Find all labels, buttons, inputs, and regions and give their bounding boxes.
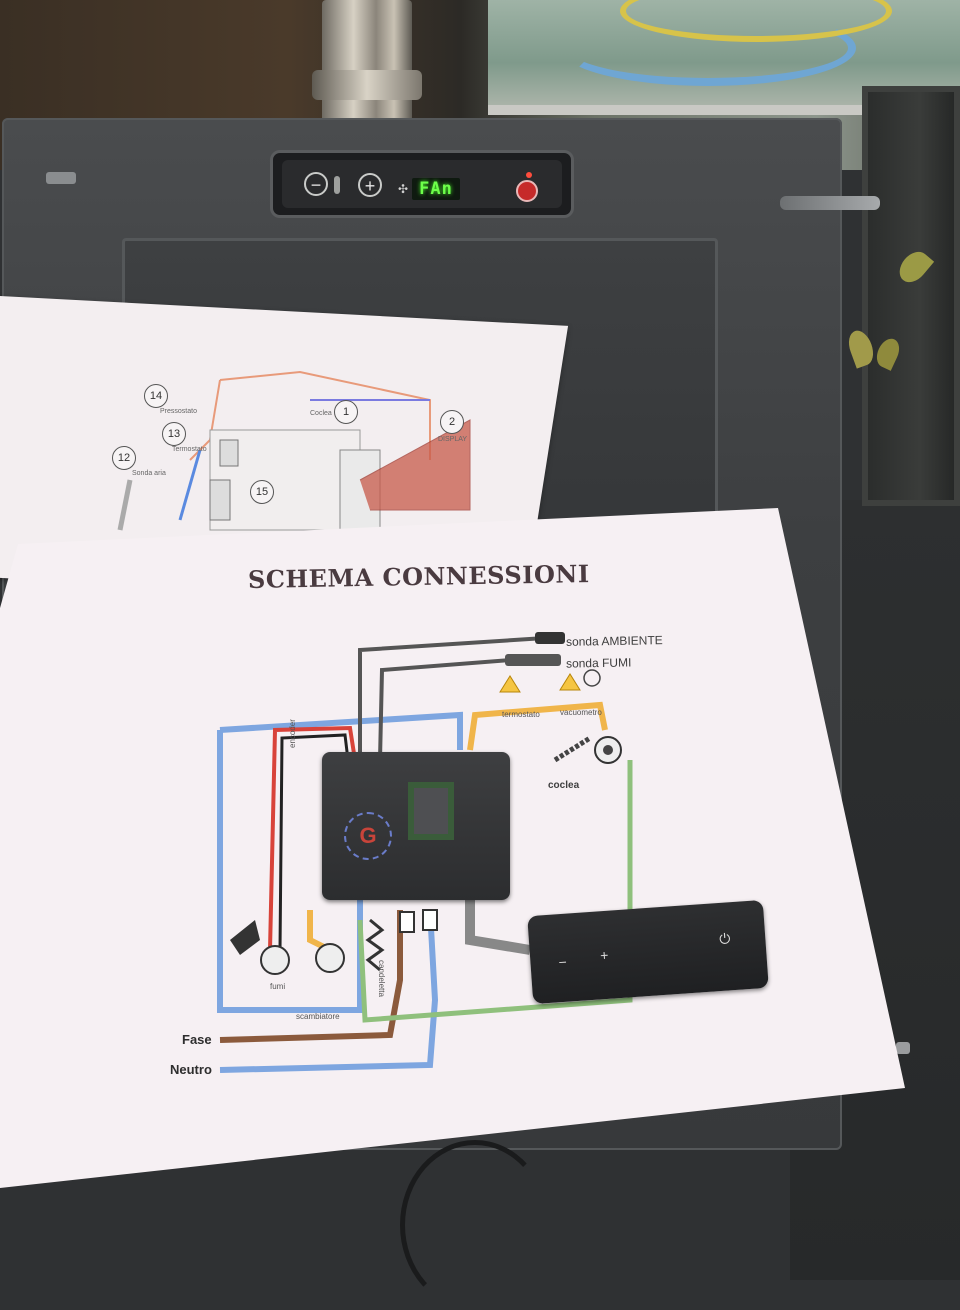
back-callout-2: 2: [440, 410, 464, 434]
remote-plus-icon: +: [599, 946, 609, 964]
back-label-pressostato: Pressostato: [160, 408, 197, 415]
stove-display: FAn: [412, 178, 460, 200]
flue-pipe: [322, 0, 412, 130]
flame-indicator-icon: [334, 176, 340, 194]
label-encoder: encoder: [288, 719, 297, 748]
back-label-coclea: Coclea: [310, 410, 332, 417]
power-led-icon: [526, 172, 532, 178]
label-scambiatore: scambiatore: [296, 1012, 340, 1021]
back-callout-1: 1: [334, 400, 358, 424]
wire-probe1: [358, 636, 546, 760]
label-sonda-ambiente: sonda AMBIENTE: [565, 633, 663, 649]
schema-title: SCHEMA CONNESSIONI: [247, 559, 590, 594]
label-fase: Fase: [182, 1032, 212, 1047]
back-label-termostato: Termostato: [172, 446, 207, 453]
controller-board-window: [408, 782, 454, 840]
minus-button[interactable]: −: [304, 172, 328, 196]
manufacturer-logo-icon: G: [344, 812, 392, 860]
back-label-sonda-aria: Sonda aria: [132, 470, 166, 477]
wiring-diagram: [217, 632, 633, 1073]
back-callout-15: 15: [250, 480, 274, 504]
back-callout-13: 13: [162, 422, 186, 446]
remote-power-icon: ⏻: [718, 930, 731, 947]
plant-pot: [862, 86, 960, 506]
wire-probe2: [378, 658, 511, 761]
stove-handle-right: [780, 196, 880, 210]
remote-minus-icon: −: [557, 953, 568, 971]
label-neutro: Neutro: [170, 1062, 212, 1077]
wire-fase: [219, 910, 403, 1043]
label-sonda-fumi: sonda FUMI: [565, 655, 632, 671]
label-vacuometro: vacuometro: [560, 708, 602, 717]
back-sheet-diagram: [117, 370, 471, 531]
power-cable: [400, 1140, 550, 1310]
back-callout-12: 12: [112, 446, 136, 470]
wire-neutro: [219, 909, 439, 1073]
label-coclea: coclea: [548, 780, 580, 791]
label-candeletta: candeletta: [377, 960, 386, 997]
stove-bolt-right: [896, 1042, 910, 1054]
fan-icon: ✣: [398, 182, 409, 196]
back-label-display: DISPLAY: [438, 436, 468, 443]
wire-encoder: [268, 725, 357, 951]
power-button[interactable]: [516, 180, 538, 202]
label-termostato: termostato: [502, 710, 540, 719]
wire-signal: [467, 701, 608, 751]
wire-neutro3: [219, 711, 463, 750]
flue-pipe-collar: [312, 70, 422, 100]
label-fumi: fumi: [270, 982, 286, 991]
wire-ground: [357, 760, 633, 1023]
stove-bolt-left: [46, 172, 76, 184]
remote-display-panel: − + ⏻: [527, 899, 769, 1005]
plus-button[interactable]: +: [358, 173, 382, 197]
blue-hose: [560, 10, 856, 86]
back-callout-14: 14: [144, 384, 168, 408]
